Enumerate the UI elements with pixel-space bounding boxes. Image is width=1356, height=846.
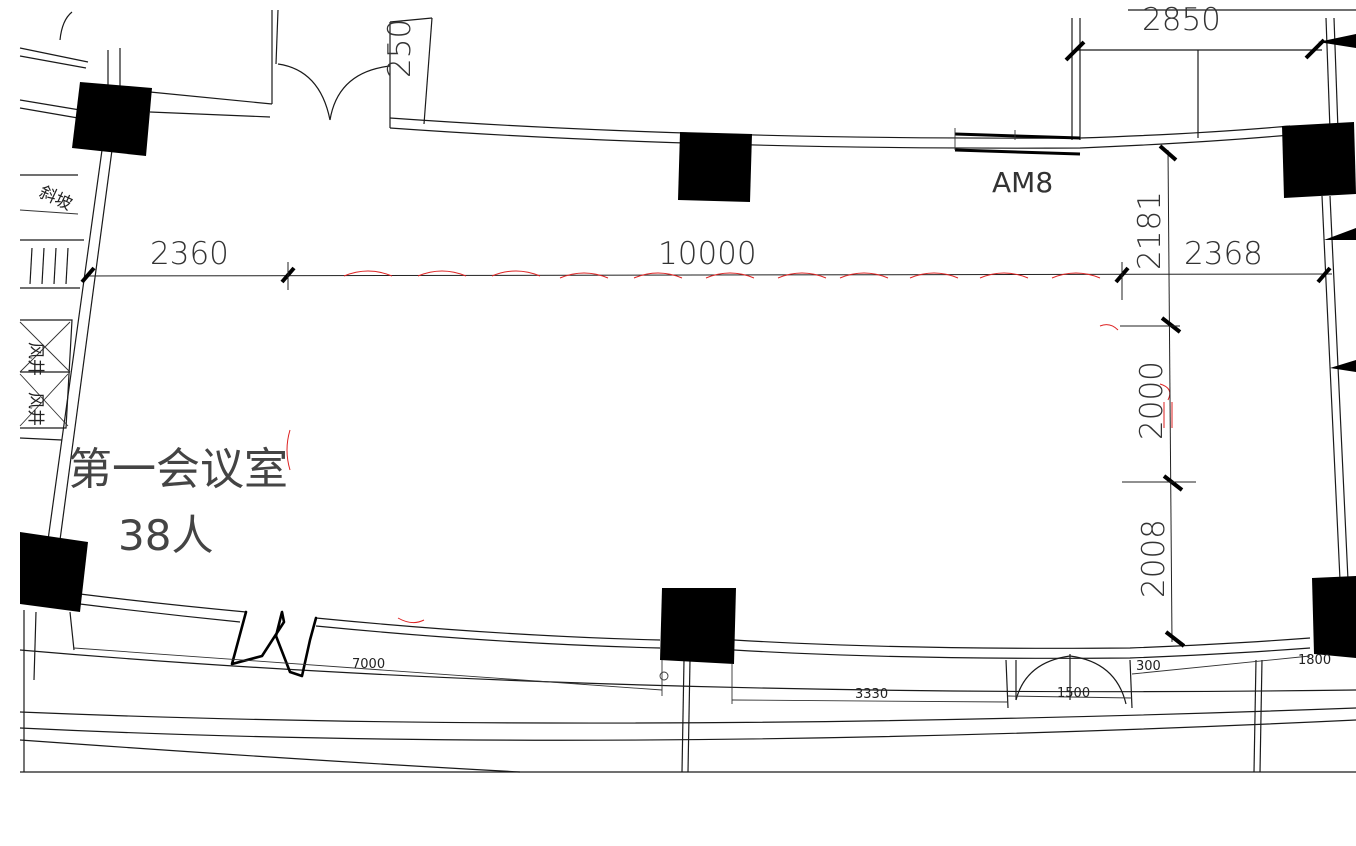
bottom-door: [1015, 654, 1127, 705]
dim-bottom-center: 3330: [855, 687, 888, 702]
left-wall: [19, 149, 113, 541]
right-dimension-line: [1120, 144, 1196, 648]
bottom-dimension-lines: [73, 647, 1311, 704]
dim-top-right: 2368: [1184, 236, 1263, 272]
bottom-wall: [19, 593, 1356, 773]
room-name: 第一会议室: [68, 444, 288, 495]
curtain-arcs: [286, 270, 1173, 624]
dim-top-partial-right: 2850: [1142, 2, 1221, 38]
top-door: [277, 63, 391, 121]
column-bottom-left: [20, 532, 88, 612]
dim-bottom-small: 300: [1136, 659, 1161, 674]
dim-bottom-left: 7000: [352, 657, 385, 672]
column-top-center: [678, 132, 752, 202]
top-wall: [19, 9, 1291, 149]
top-dimension-line: [80, 262, 1333, 300]
dim-right-lower: 2008: [1136, 519, 1172, 598]
shaft-label-2: 风井: [25, 392, 45, 426]
am8-window: [954, 128, 1081, 156]
ramp-label: 斜坡: [36, 182, 75, 214]
dim-bottom-door: 1500: [1057, 686, 1090, 701]
right-wall: [1321, 195, 1356, 581]
top-right-bay: [1064, 9, 1356, 140]
dim-top-partial-left: 250: [382, 19, 418, 78]
dim-bottom-right: 1800: [1298, 653, 1331, 668]
column-bottom-center: [660, 588, 736, 664]
column-top-left: [72, 82, 152, 156]
dim-top-left: 2360: [150, 236, 229, 272]
column-bottom-right: [1312, 576, 1356, 658]
window-code: AM8: [992, 166, 1053, 199]
room-capacity: 38人: [118, 511, 213, 560]
dim-right-upper: 2181: [1132, 191, 1168, 270]
dim-right-middle: 2000: [1134, 361, 1170, 440]
columns: [20, 82, 1356, 664]
column-top-right: [1282, 122, 1356, 198]
shaft-label-1: 风井: [25, 342, 45, 376]
dim-top-center: 10000: [658, 236, 757, 272]
